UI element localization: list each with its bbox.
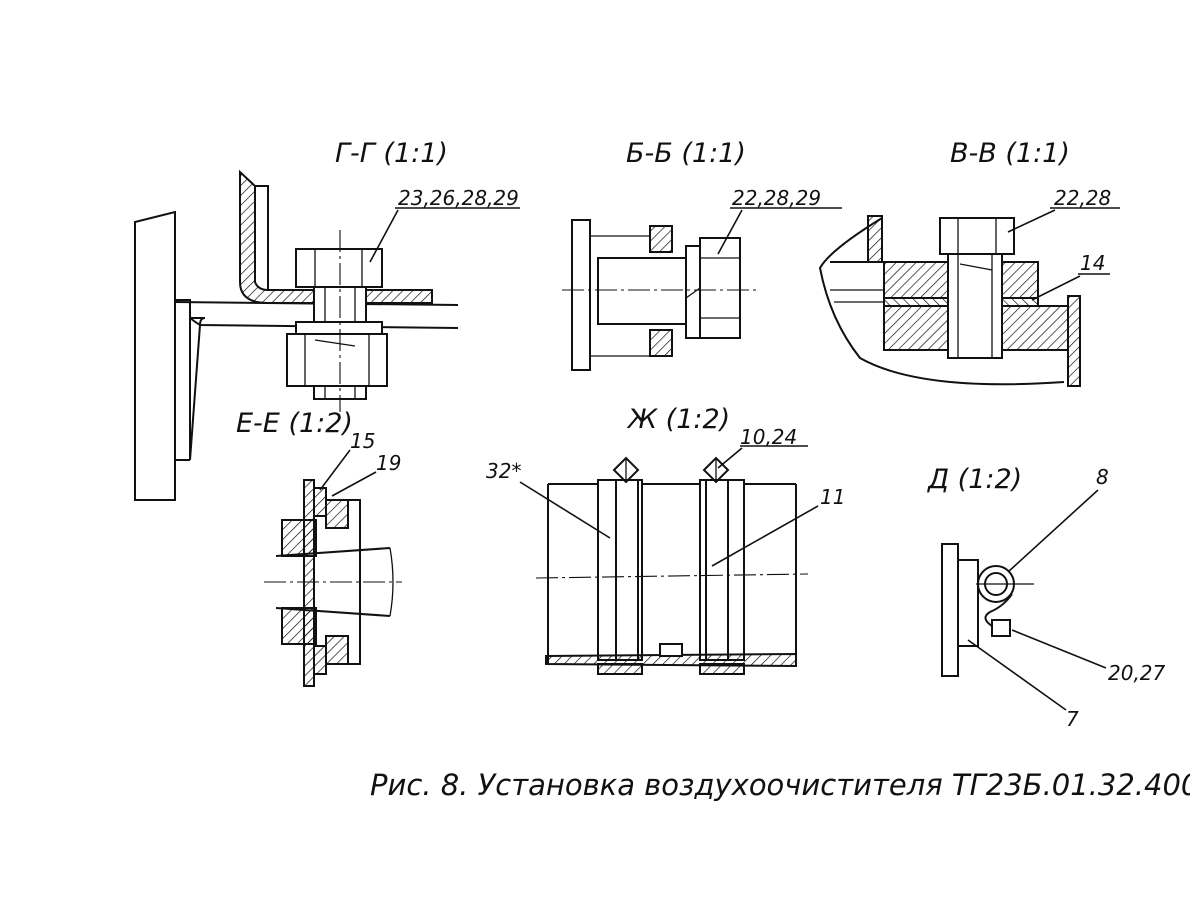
- figure-caption: Рис. 8. Установка воздухоочистителя ТГ23…: [370, 768, 1190, 802]
- bracket-plate: [941, 543, 959, 677]
- section-b-b: Б-Б (1:1) 22,28,29: [562, 138, 842, 371]
- callout-10-24: 10,24: [740, 425, 797, 449]
- section-v-v-title: В-В (1:1): [950, 138, 1070, 169]
- view-zh-title: Ж (1:2): [626, 404, 730, 435]
- hook-nut: [991, 619, 1011, 637]
- pipe: [275, 547, 391, 617]
- flange-top: [649, 225, 673, 253]
- lower-plate-right: [1001, 305, 1069, 351]
- callout-15: 15: [350, 429, 375, 453]
- bolt-head: [295, 248, 383, 288]
- angle-bracket-hatched: [239, 169, 433, 304]
- section-g-g-title: Г-Г (1:1): [335, 138, 448, 169]
- section-b-b-title: Б-Б (1:1): [626, 138, 746, 169]
- mount-plate: [571, 219, 591, 371]
- bolt-head-v: [939, 217, 1015, 255]
- section-g-g: Г-Г (1:1) 23,26,28,29: [134, 138, 520, 501]
- callout-14: 14: [1080, 251, 1105, 275]
- pipe-collar-top: [281, 519, 317, 557]
- callout-7: 7: [1066, 707, 1079, 731]
- callout-11: 11: [820, 485, 845, 509]
- break-line: [818, 217, 1065, 386]
- lower-plate-left: [883, 305, 949, 351]
- frame-post: [134, 210, 176, 501]
- nut: [286, 333, 388, 387]
- callout-20-27: 20,27: [1108, 661, 1166, 685]
- flange-bottom: [649, 329, 673, 357]
- section-e-e-title: Е-Е (1:2): [236, 408, 353, 439]
- pipe-collar-bottom: [281, 607, 317, 645]
- callout-32: 32*: [486, 459, 521, 483]
- stud: [597, 257, 687, 325]
- section-v-v: В-В (1:1) 22,28 14: [818, 138, 1120, 387]
- bolt-shank-v: [947, 253, 1003, 359]
- callout-23-26-28-29: 23,26,28,29: [398, 186, 519, 210]
- callout-22-28: 22,28: [1054, 186, 1111, 210]
- callout-8: 8: [1096, 465, 1109, 489]
- view-d-title: Д (1:2): [927, 464, 1022, 495]
- view-d: Д (1:2) 8 20,27 7: [927, 464, 1166, 731]
- nut-b: [699, 237, 741, 339]
- callout-19: 19: [376, 451, 401, 475]
- view-zh: Ж (1:2) 10,24 32* 11: [486, 404, 845, 675]
- filter-body: [547, 483, 797, 664]
- housing-wall: [303, 479, 315, 687]
- upper-plate-left: [883, 261, 949, 299]
- section-e-e: Е-Е (1:2) 15 19: [236, 408, 402, 687]
- callout-22-28-29: 22,28,29: [732, 186, 821, 210]
- upper-plate-right: [1001, 261, 1039, 299]
